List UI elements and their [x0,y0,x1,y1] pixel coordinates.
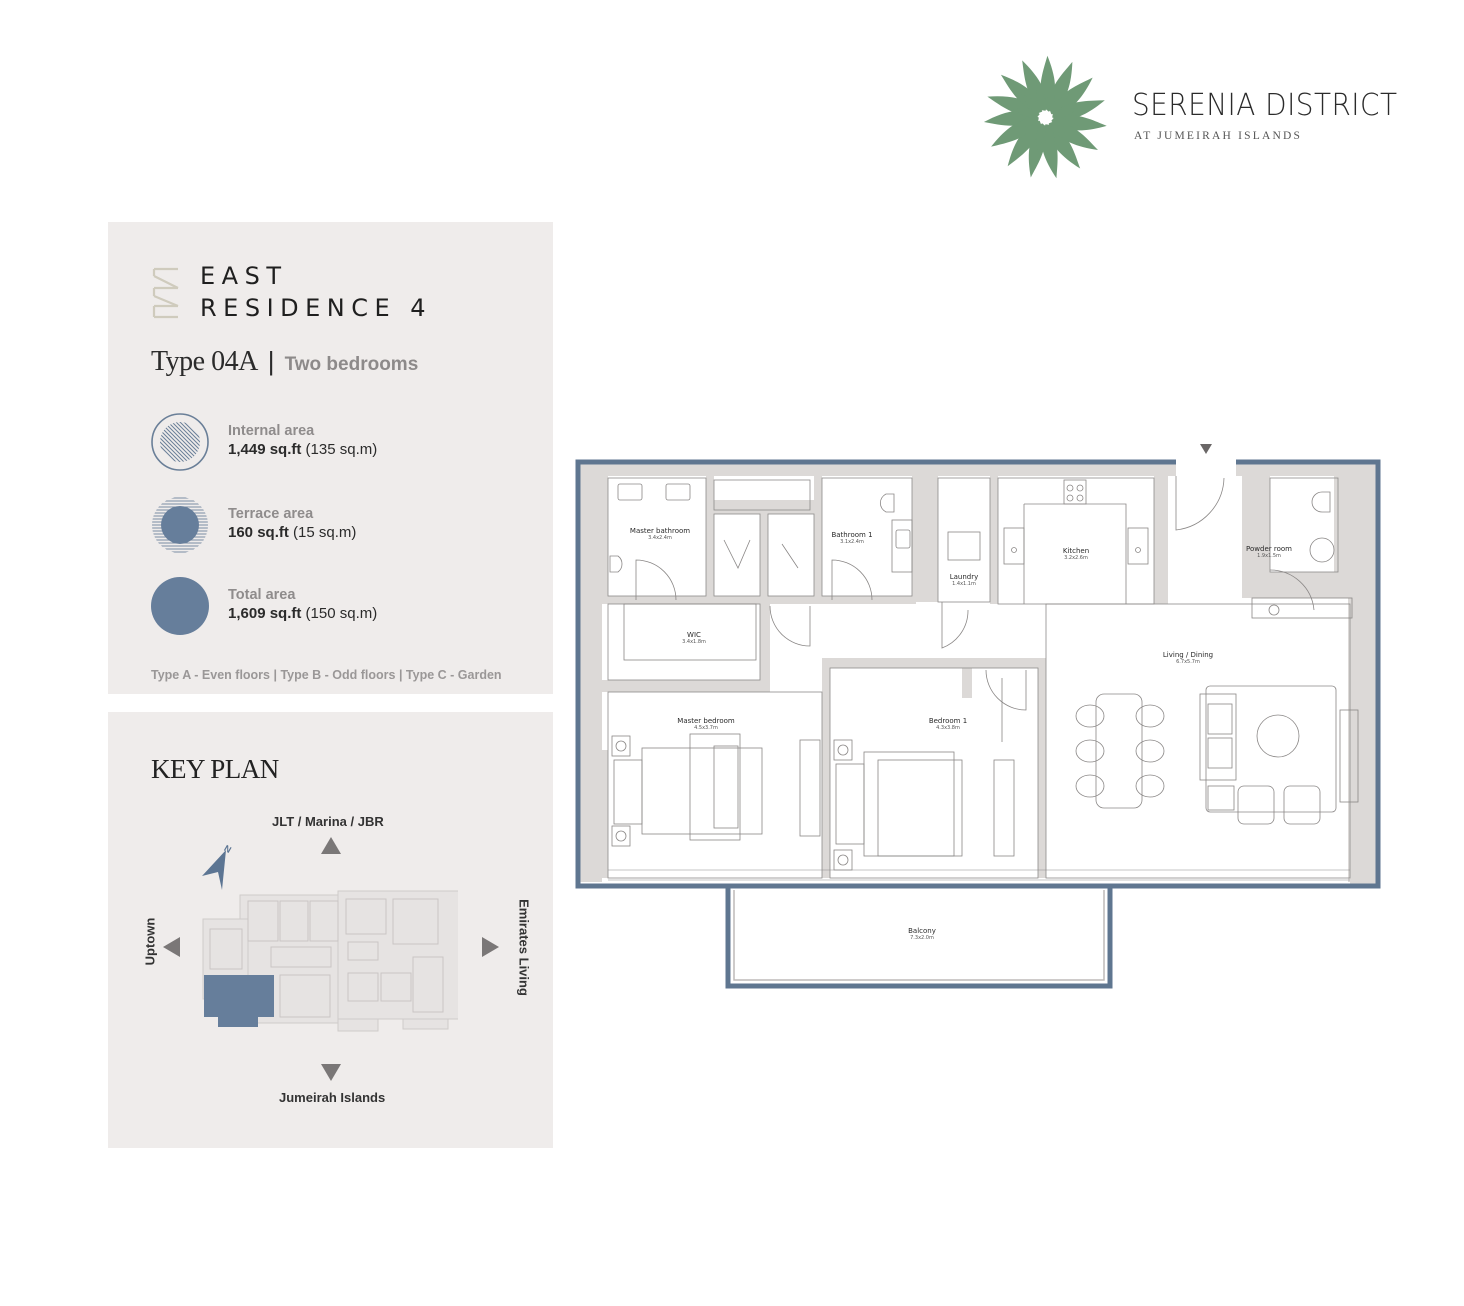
internal-area-value: 1,449 sq.ft (135 sq.m) [228,441,377,458]
room-wic: WIC 3.4x1.8m [682,632,706,645]
room-name: Powder room [1246,545,1292,553]
leaf-spiral-icon [983,55,1107,179]
brand-name: SERENIA DISTRICT [1132,88,1398,123]
terrace-area-label: Terrace area [228,506,314,522]
total-area-row: Total area 1,609 sq.ft (150 sq.m) [151,577,531,637]
total-area-value: 1,609 sq.ft (150 sq.m) [228,605,377,622]
floor-plan-drawing [575,444,1381,989]
room-name: Bathroom 1 [831,531,873,539]
room-master-bathroom: Master bathroom 3.4x2.4m [630,528,690,541]
room-bedroom-1: Bedroom 1 4.3x3.8m [929,718,967,731]
direction-north-label: JLT / Marina / JBR [272,814,384,829]
building-key-map [202,890,458,1032]
room-balcony: Balcony 7.3x2.0m [908,928,936,941]
room-dimensions: 3.2x2.6m [1064,555,1088,561]
internal-area-label: Internal area [228,423,315,439]
key-plan-panel: KEY PLAN JLT / Marina / JBR Uptown Emira… [108,712,553,1148]
arrow-right-icon [482,937,499,957]
room-name: Master bedroom [677,717,735,725]
total-area-sqm: (150 sq.m) [305,605,378,622]
arrow-down-icon [321,1064,341,1081]
direction-west-label: Uptown [142,917,158,966]
room-name: Master bathroom [629,527,691,535]
floor-types-note: Type A - Even floors | Type B - Odd floo… [151,668,502,682]
total-area-icon [151,577,209,635]
room-dimensions: 7.3x2.0m [910,935,934,941]
room-name: Living / Dining [1162,651,1214,659]
unit-type-heading: Type 04A | Two bedrooms [151,346,418,378]
direction-east-label: Emirates Living [516,899,532,996]
brand-subtitle: AT JUMEIRAH ISLANDS [1134,130,1303,142]
residence-name-line2: RESIDENCE 4 [200,294,433,322]
residence-name-line1: EAST [200,262,288,290]
room-powder: Powder room 1.9x1.5m [1246,546,1292,559]
room-dimensions: 1.4x1.1m [952,581,976,587]
internal-area-icon [151,413,209,471]
room-dimensions: 3.4x2.4m [648,535,672,541]
terrace-area-sqm: (15 sq.m) [293,524,357,541]
room-dimensions: 6.7x5.7m [1176,659,1200,665]
room-living-dining: Living / Dining 6.7x5.7m [1163,652,1213,665]
room-kitchen: Kitchen 3.2x2.6m [1063,548,1089,561]
room-name: Balcony [908,927,936,935]
room-laundry: Laundry 1.4x1.1m [950,574,979,587]
internal-area-sqm: (135 sq.m) [305,441,378,458]
building-stack-icon [152,267,179,319]
room-master-bedroom: Master bedroom 4.5x3.7m [677,718,734,731]
room-name: Kitchen [1062,547,1090,555]
unit-type-separator: | [267,346,275,376]
room-name: Bedroom 1 [928,717,968,725]
floor-plan: Master bathroom 3.4x2.4m Bathroom 1 3.1x… [574,440,1384,996]
internal-area-row: Internal area 1,449 sq.ft (135 sq.m) [151,413,531,473]
unit-type-code: Type 04A [151,346,258,377]
internal-area-sqft: 1,449 sq.ft [228,441,302,458]
arrow-up-icon [321,837,341,854]
compass-n-label: N [222,843,233,855]
room-name: WIC [687,631,701,639]
unit-info-panel: EAST RESIDENCE 4 Type 04A | Two bedrooms [108,222,553,694]
terrace-area-row: Terrace area 160 sq.ft (15 sq.m) [151,496,531,556]
room-dimensions: 1.9x1.5m [1257,553,1281,559]
key-plan-title: KEY PLAN [151,754,279,784]
direction-south-label: Jumeirah Islands [279,1090,386,1105]
terrace-area-icon [152,497,208,553]
room-name: Laundry [949,573,979,581]
arrow-left-icon [163,937,180,957]
unit-bedrooms: Two bedrooms [284,354,419,375]
room-dimensions: 3.1x2.4m [840,539,864,545]
total-area-sqft: 1,609 sq.ft [228,605,302,622]
brand-header: SERENIA DISTRICT AT JUMEIRAH ISLANDS [978,50,1428,185]
terrace-area-sqft: 160 sq.ft [228,524,289,541]
room-dimensions: 4.5x3.7m [694,725,718,731]
terrace-area-value: 160 sq.ft (15 sq.m) [228,524,356,541]
north-compass-icon: N [202,843,233,890]
total-area-label: Total area [228,587,296,603]
room-dimensions: 3.4x1.8m [682,639,706,645]
room-bathroom-1: Bathroom 1 3.1x2.4m [831,532,872,545]
room-dimensions: 4.3x3.8m [936,725,960,731]
